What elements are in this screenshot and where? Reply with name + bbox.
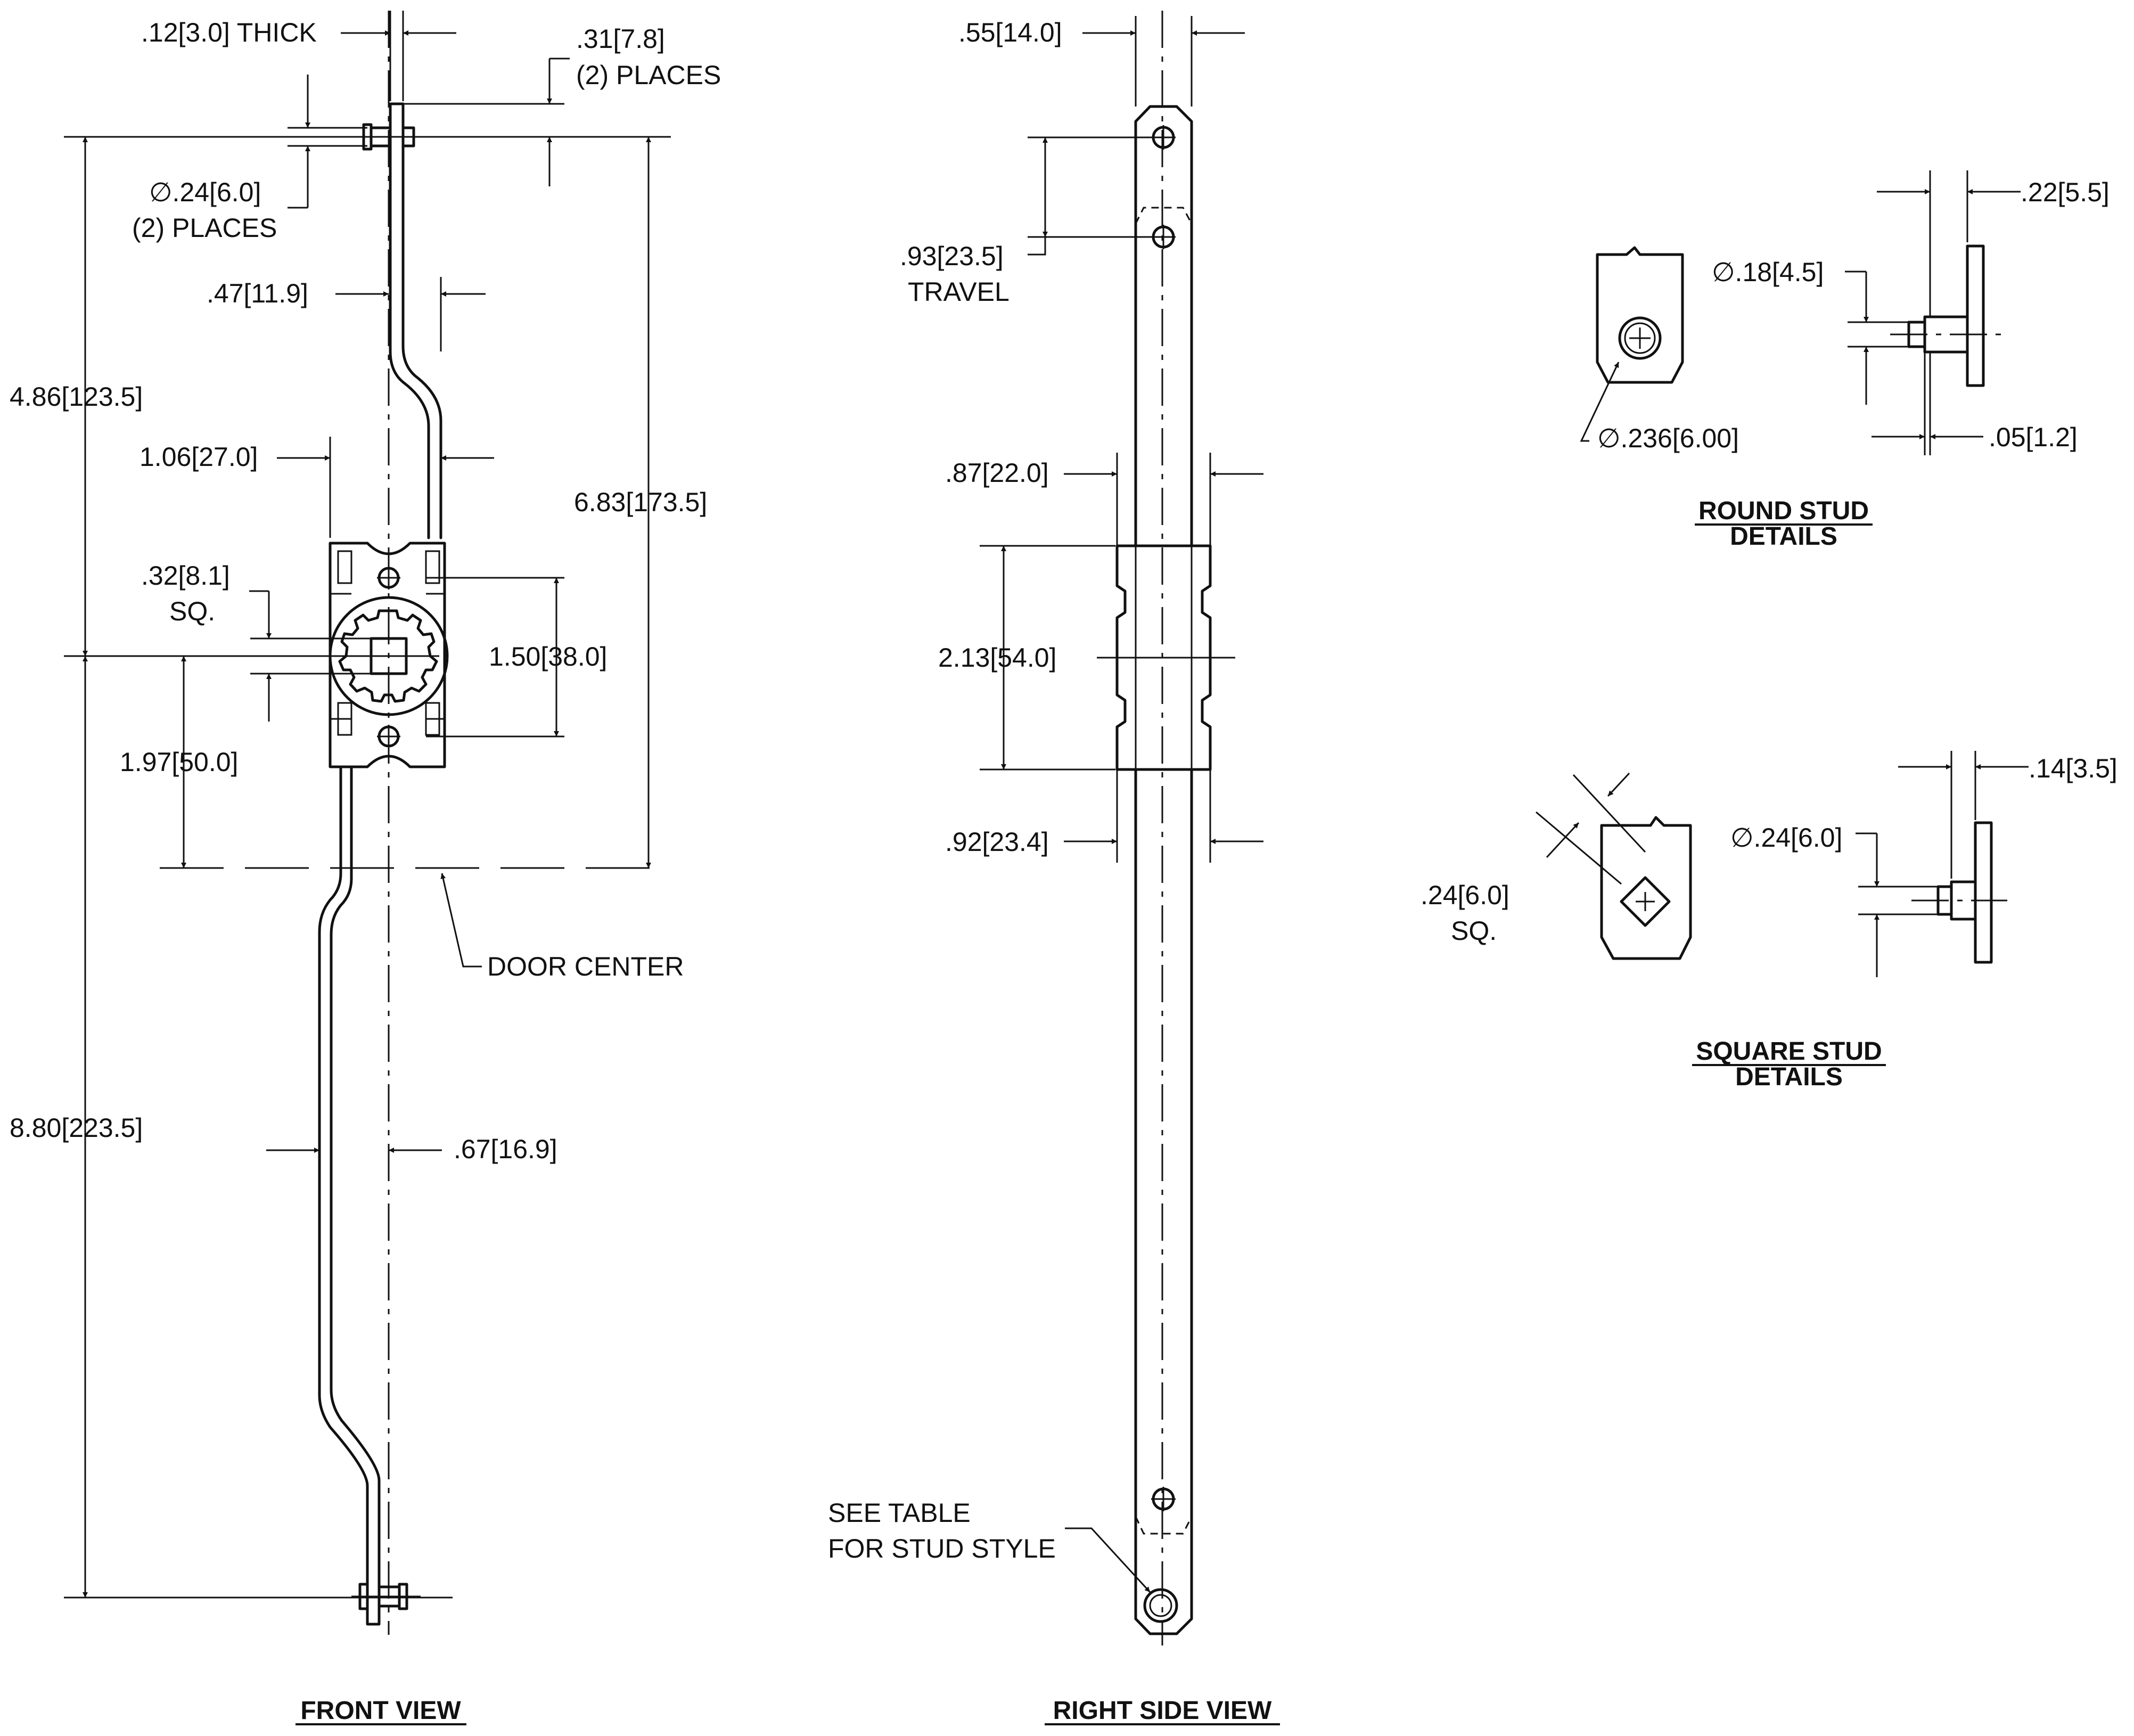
side-bar [1134, 105, 1193, 1635]
dim-24-sq-note: SQ. [1451, 916, 1497, 946]
round-stud-label-2: DETAILS [1730, 522, 1837, 551]
dim-106: 1.06[27.0] [139, 442, 258, 472]
front-view-label: FRONT VIEW [300, 1697, 461, 1725]
dim-22: .22[5.5] [2021, 177, 2110, 207]
dim-213: 2.13[54.0] [938, 643, 1056, 673]
square-stud-details: .14[3.5] ∅.24[6.0] .24[6.0] SQ. SQUARE S… [1421, 751, 2117, 1091]
round-stud-details: .22[5.5] ∅.18[4.5] ∅.236[6.00] .05[1.2] … [1580, 170, 2110, 551]
dim-31: .31[7.8] [576, 24, 665, 54]
square-stud-label-1: SQUARE STUD [1696, 1037, 1882, 1066]
dim-683: 6.83[173.5] [574, 487, 707, 517]
side-view-label: RIGHT SIDE VIEW [1053, 1697, 1272, 1725]
front-view [64, 11, 671, 1635]
dim-dia-18: ∅.18[4.5] [1712, 257, 1824, 287]
round-stud-label-1: ROUND STUD [1698, 497, 1869, 525]
side-view-labels: .55[14.0] .93[23.5] TRAVEL .87[22.0] 2.1… [828, 18, 1280, 1725]
dim-87: .87[22.0] [945, 458, 1049, 488]
dim-67: .67[16.9] [454, 1134, 557, 1164]
dim-05: .05[1.2] [1989, 422, 2078, 452]
dim-486: 4.86[123.5] [10, 382, 143, 412]
dim-92: .92[23.4] [945, 827, 1049, 857]
stud-note-1: SEE TABLE [828, 1498, 971, 1528]
dim-32: .32[8.1] [141, 561, 230, 591]
dim-55: .55[14.0] [958, 18, 1062, 47]
dim-24-sq: .24[6.0] [1421, 880, 1509, 910]
dim-197: 1.97[50.0] [120, 747, 238, 777]
lower-rod [318, 765, 381, 1626]
thickness-dim: .12[3.0] THICK [141, 18, 317, 47]
dim-dia-236: ∅.236[6.00] [1597, 423, 1739, 453]
dim-150: 1.50[38.0] [489, 642, 607, 672]
dim-dia-24-note: (2) PLACES [132, 213, 277, 243]
door-center-note: DOOR CENTER [487, 952, 684, 981]
square-stud-label-2: DETAILS [1735, 1063, 1843, 1091]
dim-14: .14[3.5] [2029, 754, 2117, 783]
dim-dia-24: ∅.24[6.0] [149, 177, 261, 207]
dim-31-note: (2) PLACES [576, 60, 721, 90]
hub-housing [329, 542, 449, 768]
front-view-labels: .12[3.0] THICK .31[7.8] (2) PLACES ∅.24[… [10, 18, 721, 1725]
bottom-stud [351, 1583, 421, 1610]
upper-rod [389, 102, 442, 539]
stud-note-2: FOR STUD STYLE [828, 1534, 1056, 1563]
dim-dia-24-sq: ∅.24[6.0] [1730, 823, 1842, 853]
dim-47: .47[11.9] [207, 279, 308, 308]
dim-93: .93[23.5] [900, 241, 1004, 271]
dim-880: 8.80[223.5] [10, 1113, 143, 1143]
right-side-view [980, 11, 1263, 1645]
dim-32-note: SQ. [169, 596, 215, 626]
dim-93-note: TRAVEL [908, 277, 1009, 307]
